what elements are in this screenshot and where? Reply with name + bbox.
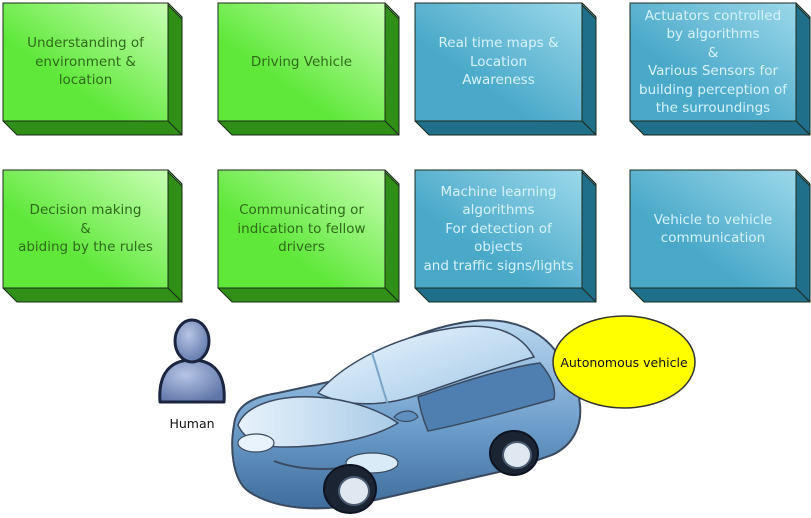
- box-3d-shape: [414, 2, 597, 136]
- box-text: Decision making & abiding by the rules: [18, 202, 153, 256]
- box-actuators-sensors: Actuators controlled by algorithms & Var…: [629, 2, 811, 136]
- box-text: Driving Vehicle: [250, 53, 353, 70]
- box-3d-shape: [2, 169, 183, 303]
- box-real-time-maps: Real time maps & Location Awareness: [414, 2, 597, 136]
- autonomous-vehicle-bubble: [552, 315, 696, 409]
- box-text: Actuators controlled by algorithms & Var…: [639, 7, 787, 117]
- autonomous-vehicle-label: Autonomous vehicle: [560, 354, 688, 370]
- box-machine-learning: Machine learning algorithms For detectio…: [414, 169, 597, 303]
- human-label: Human: [169, 416, 215, 431]
- box-text: Communicating or indication to fellow dr…: [237, 202, 366, 256]
- box-understanding-environment: Understanding of environment & location: [2, 2, 183, 136]
- box-text: Real time maps & Location Awareness: [438, 35, 559, 89]
- box-3d-shape: [217, 169, 400, 303]
- box-communicating-drivers: Communicating or indication to fellow dr…: [217, 169, 400, 303]
- box-decision-making: Decision making & abiding by the rules: [2, 169, 183, 303]
- human-icon: [158, 318, 226, 404]
- box-3d-shape: [217, 2, 400, 136]
- box-3d-shape: [629, 169, 811, 303]
- box-3d-shape: [2, 2, 183, 136]
- box-text: Machine learning algorithms For detectio…: [423, 183, 574, 274]
- box-driving-vehicle: Driving Vehicle: [217, 2, 400, 136]
- box-text: Understanding of environment & location: [27, 35, 144, 89]
- box-vehicle-to-vehicle: Vehicle to vehicle communication: [629, 169, 811, 303]
- box-3d-shape: [414, 169, 597, 303]
- box-3d-shape: [629, 2, 811, 136]
- box-text: Vehicle to vehicle communication: [653, 211, 773, 247]
- car-icon: [231, 319, 582, 514]
